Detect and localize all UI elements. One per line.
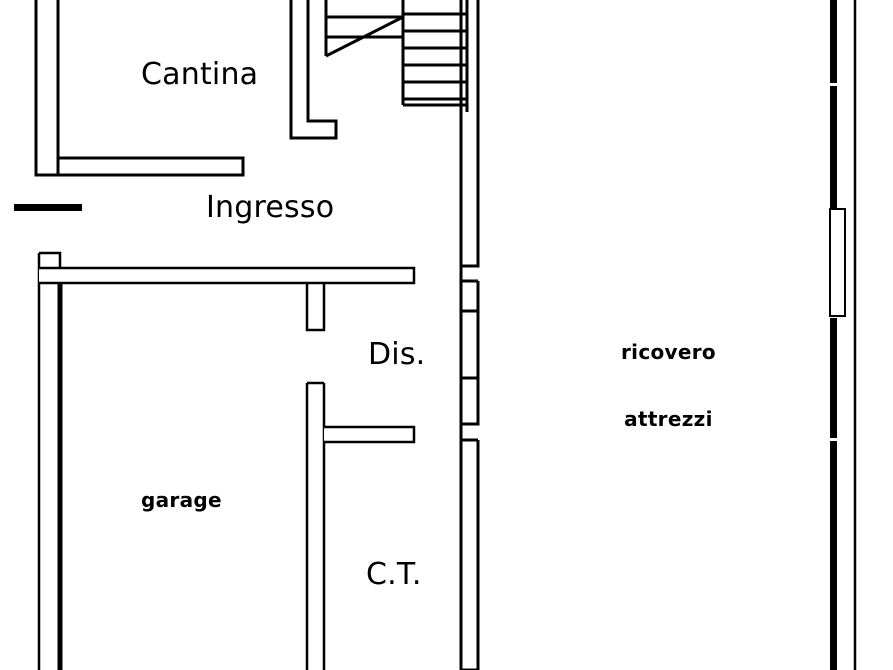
garage-walls [37, 251, 416, 670]
dis-partition-walls [305, 283, 416, 670]
cantina-walls [34, 0, 245, 177]
staircase [324, 0, 469, 112]
stair-treads [403, 12, 467, 107]
entry-threshold-mark [14, 204, 82, 211]
right-exterior-wall [829, 0, 857, 670]
stair-winder-steps [325, 15, 404, 58]
central-dividing-wall [459, 0, 480, 670]
stair-enclosure-walls [289, 0, 338, 140]
